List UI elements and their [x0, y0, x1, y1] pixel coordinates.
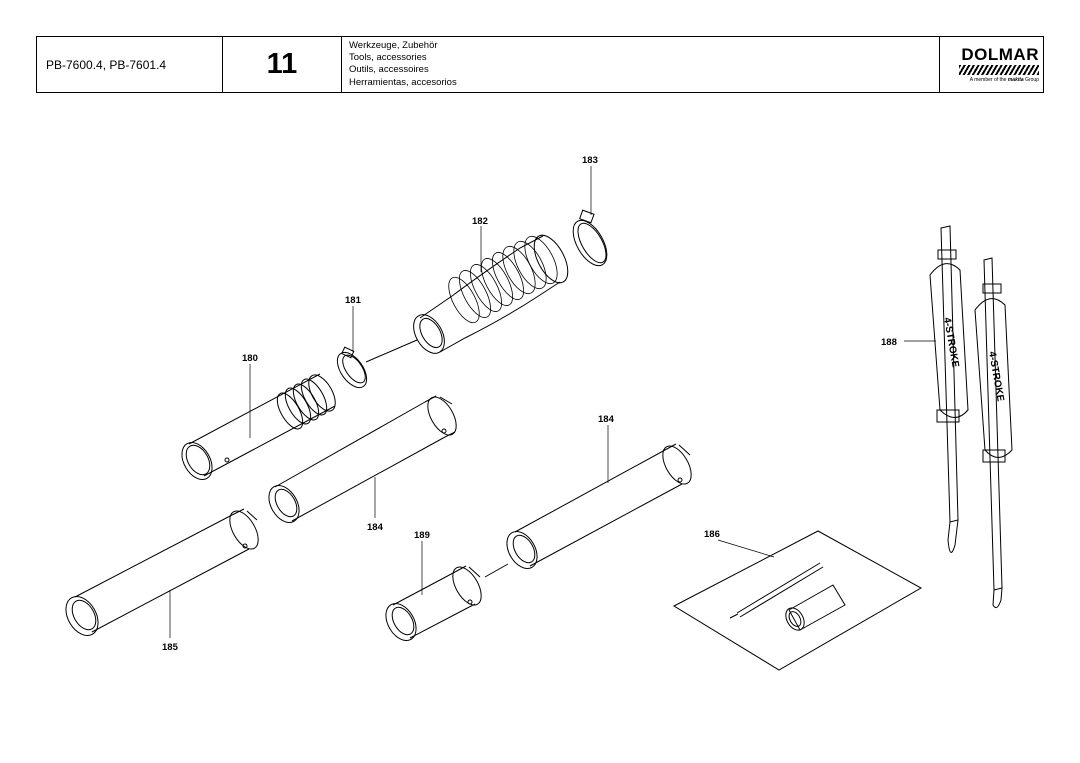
- brand-tagline: A member of the makita Group: [969, 77, 1039, 83]
- part-181-hose-clamp: [336, 339, 418, 389]
- label-182: 182: [472, 216, 488, 227]
- strap-brand-text-2: 4-STROKE: [986, 351, 1006, 403]
- label-188: 188: [881, 337, 897, 348]
- strap-brand-text-1: 4-STROKE: [941, 317, 961, 369]
- label-183: 183: [582, 155, 598, 166]
- page-number: 11: [223, 37, 342, 92]
- label-180: 180: [242, 353, 258, 364]
- part-188-carrying-strap: 4-STROKE 4-STROKE: [929, 225, 1013, 609]
- title-fr: Outils, accessoires: [349, 64, 429, 76]
- part-189-short-nozzle: [385, 563, 509, 641]
- part-180-adapter-tube: [181, 373, 336, 480]
- title-es: Herramientas, accesorios: [349, 76, 457, 88]
- label-189: 189: [414, 530, 430, 541]
- part-184-pipe-right: [506, 443, 692, 569]
- model-numbers: PB-7600.4, PB-7601.4: [37, 37, 223, 92]
- section-titles: Werkzeuge, Zubehör Tools, accessories Ou…: [342, 37, 940, 92]
- title-en: Tools, accessories: [349, 52, 427, 64]
- brand-stripes: [959, 65, 1039, 75]
- brand-logo: DOLMAR A member of the makita Group: [940, 37, 1043, 92]
- title-block: PB-7600.4, PB-7601.4 11 Werkzeuge, Zubeh…: [36, 36, 1044, 93]
- part-184-pipe-left: [268, 395, 457, 523]
- label-185: 185: [162, 642, 179, 653]
- title-de: Werkzeuge, Zubehör: [349, 40, 438, 51]
- part-185-pipe-long: [65, 508, 259, 636]
- brand-name: DOLMAR: [961, 45, 1039, 64]
- label-186: 186: [704, 529, 720, 540]
- label-184-right: 184: [598, 414, 615, 425]
- bellows-ribs: [448, 235, 558, 324]
- label-184-left: 184: [367, 522, 384, 533]
- leader-lines: [169, 166, 936, 638]
- label-181: 181: [345, 295, 362, 306]
- part-182-bellows-hose: [413, 234, 569, 354]
- part-186-tool-kit: [672, 530, 923, 671]
- part-183-hose-clamp: [572, 209, 608, 267]
